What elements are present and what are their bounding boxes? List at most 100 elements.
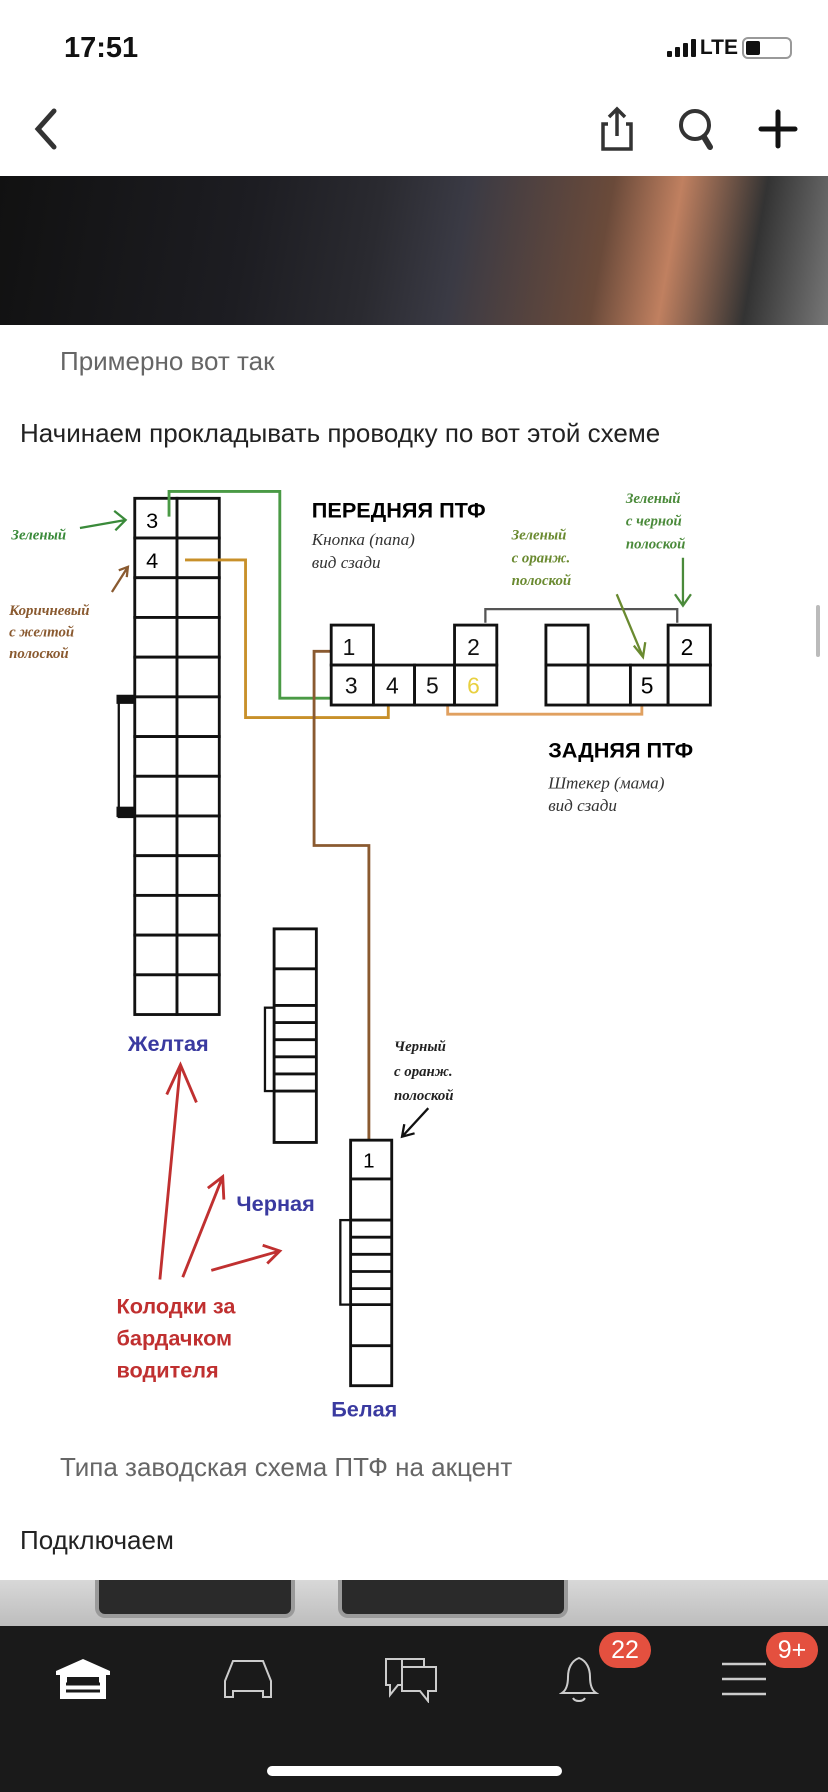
front-title: ПЕРЕДНЯЯ ПТФ bbox=[312, 498, 486, 523]
svg-text:полоской: полоской bbox=[626, 537, 686, 553]
connector-cell bbox=[175, 695, 221, 738]
pin-label: 2 bbox=[681, 634, 694, 660]
menu-badge: 9+ bbox=[766, 1632, 818, 1668]
pin-label: 3 bbox=[345, 673, 358, 699]
post-paragraph: Подключаем bbox=[20, 1525, 174, 1555]
tab-bar: 22 9+ bbox=[0, 1626, 828, 1792]
pin-label: 3 bbox=[146, 508, 158, 533]
connector-cell bbox=[175, 576, 221, 619]
svg-text:Штекер (мама): Штекер (мама) bbox=[547, 773, 665, 792]
pin-label: 1 bbox=[343, 634, 356, 660]
notifications-badge: 22 bbox=[599, 1632, 651, 1668]
pin-label: 6 bbox=[467, 673, 480, 699]
diagram-caption: Типа заводская схема ПТФ на акцент bbox=[60, 1452, 513, 1482]
bell-icon bbox=[559, 1656, 599, 1702]
connector-cell bbox=[133, 854, 179, 897]
white-block-label: Белая bbox=[331, 1397, 397, 1422]
connector-cell bbox=[175, 735, 221, 778]
pin-label: 5 bbox=[426, 673, 439, 699]
chat-icon bbox=[385, 1658, 437, 1703]
tab-messages[interactable] bbox=[377, 1654, 447, 1704]
connector-cell bbox=[133, 893, 179, 937]
green-wire bbox=[167, 490, 339, 700]
svg-text:с оранж.: с оранж. bbox=[394, 1064, 453, 1080]
connector-cell bbox=[175, 774, 221, 818]
brown-yellow-wire bbox=[185, 558, 390, 720]
connector-cell bbox=[133, 933, 179, 977]
connector-cell bbox=[133, 695, 179, 738]
pin-label: 5 bbox=[641, 673, 654, 699]
svg-text:Черный: Черный bbox=[394, 1039, 446, 1055]
connector-cell bbox=[133, 616, 179, 659]
connector-cell bbox=[175, 655, 221, 699]
post-photo[interactable] bbox=[0, 176, 828, 325]
svg-text:Зеленый: Зеленый bbox=[625, 491, 681, 507]
connector-cell bbox=[133, 655, 179, 699]
connector-cell bbox=[175, 933, 221, 977]
search-button[interactable] bbox=[672, 104, 722, 154]
share-button[interactable] bbox=[592, 104, 642, 154]
post-photo[interactable] bbox=[0, 1580, 828, 1626]
connector-cell bbox=[175, 496, 221, 540]
garage-icon bbox=[56, 1659, 110, 1699]
post-paragraph: Начинаем прокладывать проводку по вот эт… bbox=[20, 418, 661, 448]
network-type: LTE bbox=[699, 36, 738, 59]
rear-title: ЗАДНЯЯ ПТФ bbox=[548, 738, 693, 763]
scrollbar[interactable] bbox=[816, 605, 820, 657]
rear-fog-connector bbox=[544, 623, 712, 707]
tab-garage[interactable] bbox=[48, 1654, 118, 1704]
connector-cell bbox=[175, 854, 221, 897]
svg-text:вид сзади: вид сзади bbox=[548, 796, 617, 815]
yellow-block-label: Желтая bbox=[127, 1031, 209, 1056]
connector-cell bbox=[175, 973, 221, 1016]
tab-cars[interactable] bbox=[213, 1654, 283, 1704]
pin-label: 2 bbox=[467, 634, 480, 660]
svg-text:водителя: водителя bbox=[116, 1358, 218, 1383]
connector-cell bbox=[133, 576, 179, 619]
connector-cell bbox=[133, 973, 179, 1016]
status-time: 17:51 bbox=[64, 32, 139, 64]
svg-text:Колодки за: Колодки за bbox=[116, 1294, 236, 1319]
svg-text:бардачком: бардачком bbox=[116, 1326, 232, 1351]
svg-text:Кнопка (папа): Кнопка (папа) bbox=[311, 530, 415, 549]
add-button[interactable] bbox=[753, 104, 803, 154]
front-fog-connector bbox=[329, 623, 499, 707]
svg-text:вид сзади: вид сзади bbox=[312, 553, 381, 572]
signal-icon bbox=[666, 39, 696, 57]
svg-text:Коричневый: Коричневый bbox=[8, 603, 89, 619]
plus-icon bbox=[758, 109, 798, 149]
connector-cell bbox=[175, 893, 221, 937]
gray-wire bbox=[484, 607, 679, 623]
menu-icon bbox=[722, 1662, 766, 1696]
svg-text:полоской: полоской bbox=[9, 646, 69, 662]
yellow-connector bbox=[133, 496, 221, 1016]
white-connector bbox=[339, 1138, 394, 1388]
tab-menu[interactable] bbox=[709, 1654, 779, 1704]
black-orange-wire bbox=[312, 649, 371, 1141]
connector-cell bbox=[133, 735, 179, 778]
svg-text:полоской: полоской bbox=[512, 573, 572, 589]
connector-cell bbox=[133, 774, 179, 818]
battery-icon bbox=[742, 37, 792, 59]
black-connector bbox=[263, 927, 318, 1144]
pin-label: 1 bbox=[363, 1150, 374, 1173]
svg-text:Зеленый: Зеленый bbox=[511, 527, 567, 543]
chevron-left-icon bbox=[34, 108, 57, 150]
wiring-diagram[interactable]: 3 4 1 2 3 4 5 6 2 5 ПЕРЕДНЯЯ ПТФ Кнопка … bbox=[0, 480, 828, 1428]
connector-cell bbox=[133, 814, 179, 858]
svg-text:полоской: полоской bbox=[394, 1088, 454, 1104]
tab-notifications[interactable] bbox=[544, 1654, 614, 1704]
home-indicator[interactable] bbox=[267, 1766, 562, 1776]
svg-text:Зеленый: Зеленый bbox=[10, 527, 66, 543]
svg-text:с черной: с черной bbox=[626, 514, 682, 530]
photo-caption: Примерно вот так bbox=[60, 346, 275, 376]
connector-cell bbox=[175, 536, 221, 580]
connector-cell bbox=[175, 616, 221, 659]
svg-text:с желтой: с желтой bbox=[9, 625, 74, 641]
car-icon bbox=[224, 1660, 272, 1698]
search-icon bbox=[679, 109, 713, 150]
share-icon bbox=[601, 106, 633, 151]
back-button[interactable] bbox=[20, 104, 70, 154]
connector-cell bbox=[175, 814, 221, 858]
orange-wire bbox=[446, 699, 644, 716]
